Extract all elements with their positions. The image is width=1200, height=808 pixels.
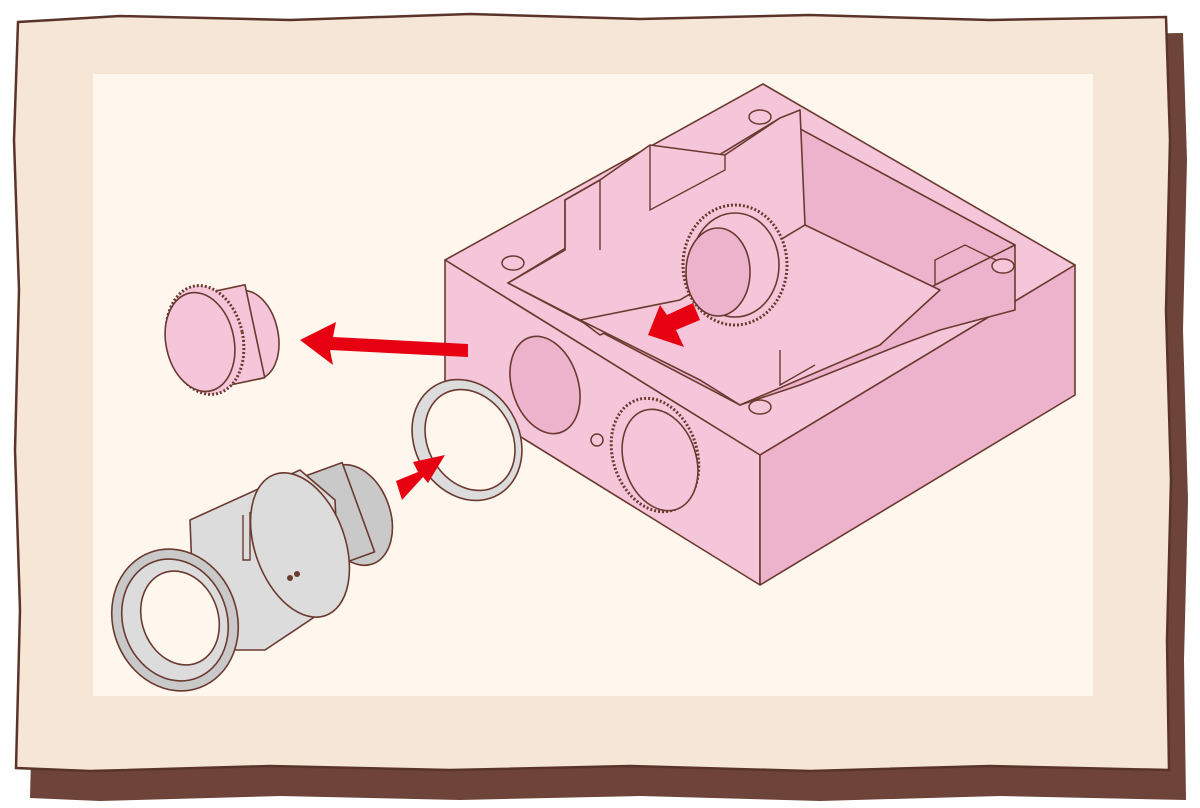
tighten-nut-arrow [648,303,700,347]
remove-plug-arrow [300,322,468,365]
junction-box [444,83,1076,586]
lock-nut [681,203,789,327]
open-knockout-hole [509,335,581,435]
insert-fitting-arrow [396,455,445,500]
conduit-fitting [110,461,394,692]
installed-blanking-plug [609,396,701,514]
sealing-washer [411,378,523,502]
blanking-plug [164,283,280,396]
